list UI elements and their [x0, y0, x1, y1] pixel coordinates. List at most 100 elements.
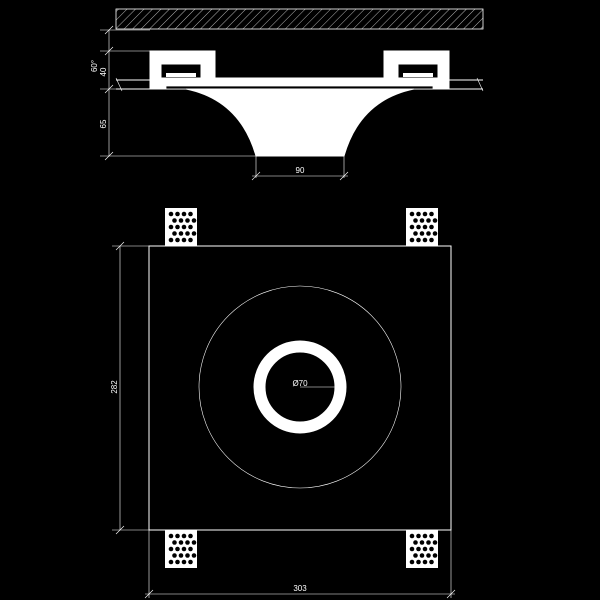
tab-hole — [432, 231, 438, 236]
tab-hole — [185, 553, 190, 558]
tab-hole — [191, 218, 197, 223]
tab-hole — [188, 224, 193, 230]
tab-hole — [181, 224, 187, 230]
tab-hole — [181, 559, 187, 565]
clip-right — [397, 63, 439, 79]
tab-hole — [168, 224, 174, 230]
tab-hole — [422, 211, 428, 217]
dim-flange-height-label: 40 — [99, 67, 108, 76]
tab-hole — [175, 237, 180, 243]
tab-hole — [426, 231, 431, 236]
cone-profile — [185, 88, 415, 157]
dim-plan-width-label: 303 — [293, 584, 307, 593]
tab-hole — [416, 237, 421, 243]
tab-hole — [188, 237, 193, 243]
tab-hole — [426, 553, 431, 558]
tab-hole — [175, 533, 180, 539]
tab-hole — [191, 553, 197, 558]
tab-hole — [416, 559, 421, 565]
section-bottom-dimension — [251, 156, 349, 181]
tab-hole — [422, 237, 428, 243]
tab-hole — [432, 218, 438, 223]
tab-hole — [426, 540, 431, 545]
tab-hole — [185, 540, 190, 545]
tab-hole — [168, 237, 174, 243]
tab-hole — [419, 231, 425, 236]
dim-total-height-label: 60° — [90, 60, 99, 72]
tab-hole — [409, 211, 415, 217]
tab-hole — [413, 540, 418, 545]
tab-hole — [191, 231, 197, 236]
tab-hole — [172, 231, 177, 236]
tab-hole — [175, 546, 180, 552]
tab-hole — [422, 546, 428, 552]
tab-hole — [175, 211, 180, 217]
plan-height-dimension — [112, 241, 149, 535]
dim-cone-height-label: 65 — [99, 119, 108, 128]
tab-hole — [185, 218, 190, 223]
tab-hole — [429, 533, 434, 539]
tab-hole — [172, 218, 177, 223]
tab-hole — [422, 559, 428, 565]
tab-hole — [178, 553, 184, 558]
tab-hole — [181, 533, 187, 539]
tab-hole — [188, 559, 193, 565]
mounting-tab-bottom-right — [406, 530, 438, 568]
section-vertical-dimension — [100, 25, 256, 161]
tab-hole — [416, 211, 421, 217]
tab-hole — [188, 546, 193, 552]
tab-hole — [429, 211, 434, 217]
tab-hole — [419, 553, 425, 558]
tab-hole — [168, 546, 174, 552]
tab-hole — [426, 218, 431, 223]
mounting-tab-top-left — [165, 208, 197, 246]
mounting-tab-top-right — [406, 208, 438, 246]
plan-view: Ø70 282 303 — [110, 208, 456, 599]
tab-hole — [168, 211, 174, 217]
plan-width-dimension — [144, 530, 456, 599]
dim-hole-diameter-label: Ø70 — [292, 379, 308, 388]
tab-hole — [416, 546, 421, 552]
tab-hole — [413, 231, 418, 236]
tab-hole — [429, 559, 434, 565]
tab-hole — [181, 546, 187, 552]
tab-hole — [178, 231, 184, 236]
tab-hole — [175, 224, 180, 230]
tab-hole — [409, 559, 415, 565]
plasterboard-right — [449, 77, 484, 92]
mounting-tab-bottom-left — [165, 530, 197, 568]
tab-hole — [419, 218, 425, 223]
dim-bottom-width-label: 90 — [296, 166, 305, 175]
tab-hole — [178, 218, 184, 223]
tab-hole — [422, 224, 428, 230]
tab-hole — [172, 540, 177, 545]
tab-hole — [181, 211, 187, 217]
tab-hole — [429, 224, 434, 230]
tab-hole — [191, 540, 197, 545]
clip-left — [160, 63, 202, 79]
tab-hole — [181, 237, 187, 243]
tab-hole — [416, 224, 421, 230]
tab-hole — [409, 533, 415, 539]
tab-hole — [432, 540, 438, 545]
tab-hole — [188, 211, 193, 217]
tab-hole — [416, 533, 421, 539]
tab-hole — [168, 559, 174, 565]
tab-hole — [172, 553, 177, 558]
tab-hole — [429, 237, 434, 243]
tab-hole — [409, 224, 415, 230]
outer-cone-circle — [198, 285, 402, 489]
dim-plan-height-label: 282 — [110, 380, 119, 394]
tab-hole — [175, 559, 180, 565]
tab-hole — [409, 546, 415, 552]
tab-hole — [185, 231, 190, 236]
tab-hole — [419, 540, 425, 545]
tab-hole — [429, 546, 434, 552]
tab-hole — [168, 533, 174, 539]
tab-hole — [409, 237, 415, 243]
tab-hole — [188, 533, 193, 539]
ceiling-slab — [115, 8, 484, 30]
tab-hole — [178, 540, 184, 545]
tab-hole — [413, 553, 418, 558]
